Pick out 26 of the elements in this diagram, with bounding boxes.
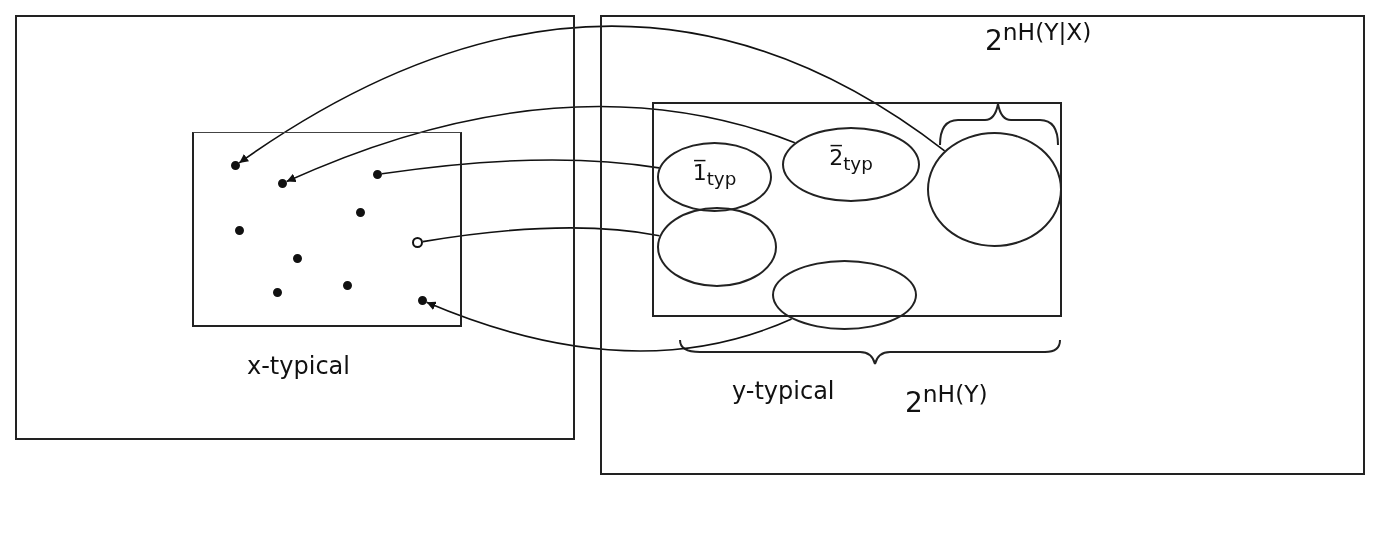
point-dot — [373, 170, 382, 179]
point-dot — [293, 254, 302, 263]
ellipse — [927, 132, 1062, 247]
arrow — [285, 105, 796, 183]
arrow — [425, 301, 793, 352]
point-dot — [273, 288, 282, 297]
arrow — [238, 25, 946, 164]
brace-label: 2$^{nH(Y|X)}$ — [985, 18, 1092, 58]
point-dot — [343, 281, 352, 290]
point-dot — [278, 179, 287, 188]
point-dot — [235, 226, 244, 235]
point-dot — [231, 161, 240, 170]
panel-frame — [600, 15, 1365, 475]
ellipse — [772, 260, 917, 330]
point-dot — [418, 296, 427, 305]
brace-label: 2$^{nH(Y)}$ — [905, 380, 988, 420]
set-label: 1̅$_{typ}$ — [692, 160, 737, 190]
point-dot — [412, 237, 423, 248]
set-label: x-typical — [247, 352, 350, 380]
ellipse — [657, 207, 777, 287]
connector-line — [422, 227, 661, 243]
point-dot — [356, 208, 365, 217]
panel-frame — [15, 15, 575, 440]
set-label: 2̅$_{typ}$ — [829, 145, 873, 175]
set-label: y-typical — [732, 377, 835, 405]
connector-line — [381, 159, 660, 175]
